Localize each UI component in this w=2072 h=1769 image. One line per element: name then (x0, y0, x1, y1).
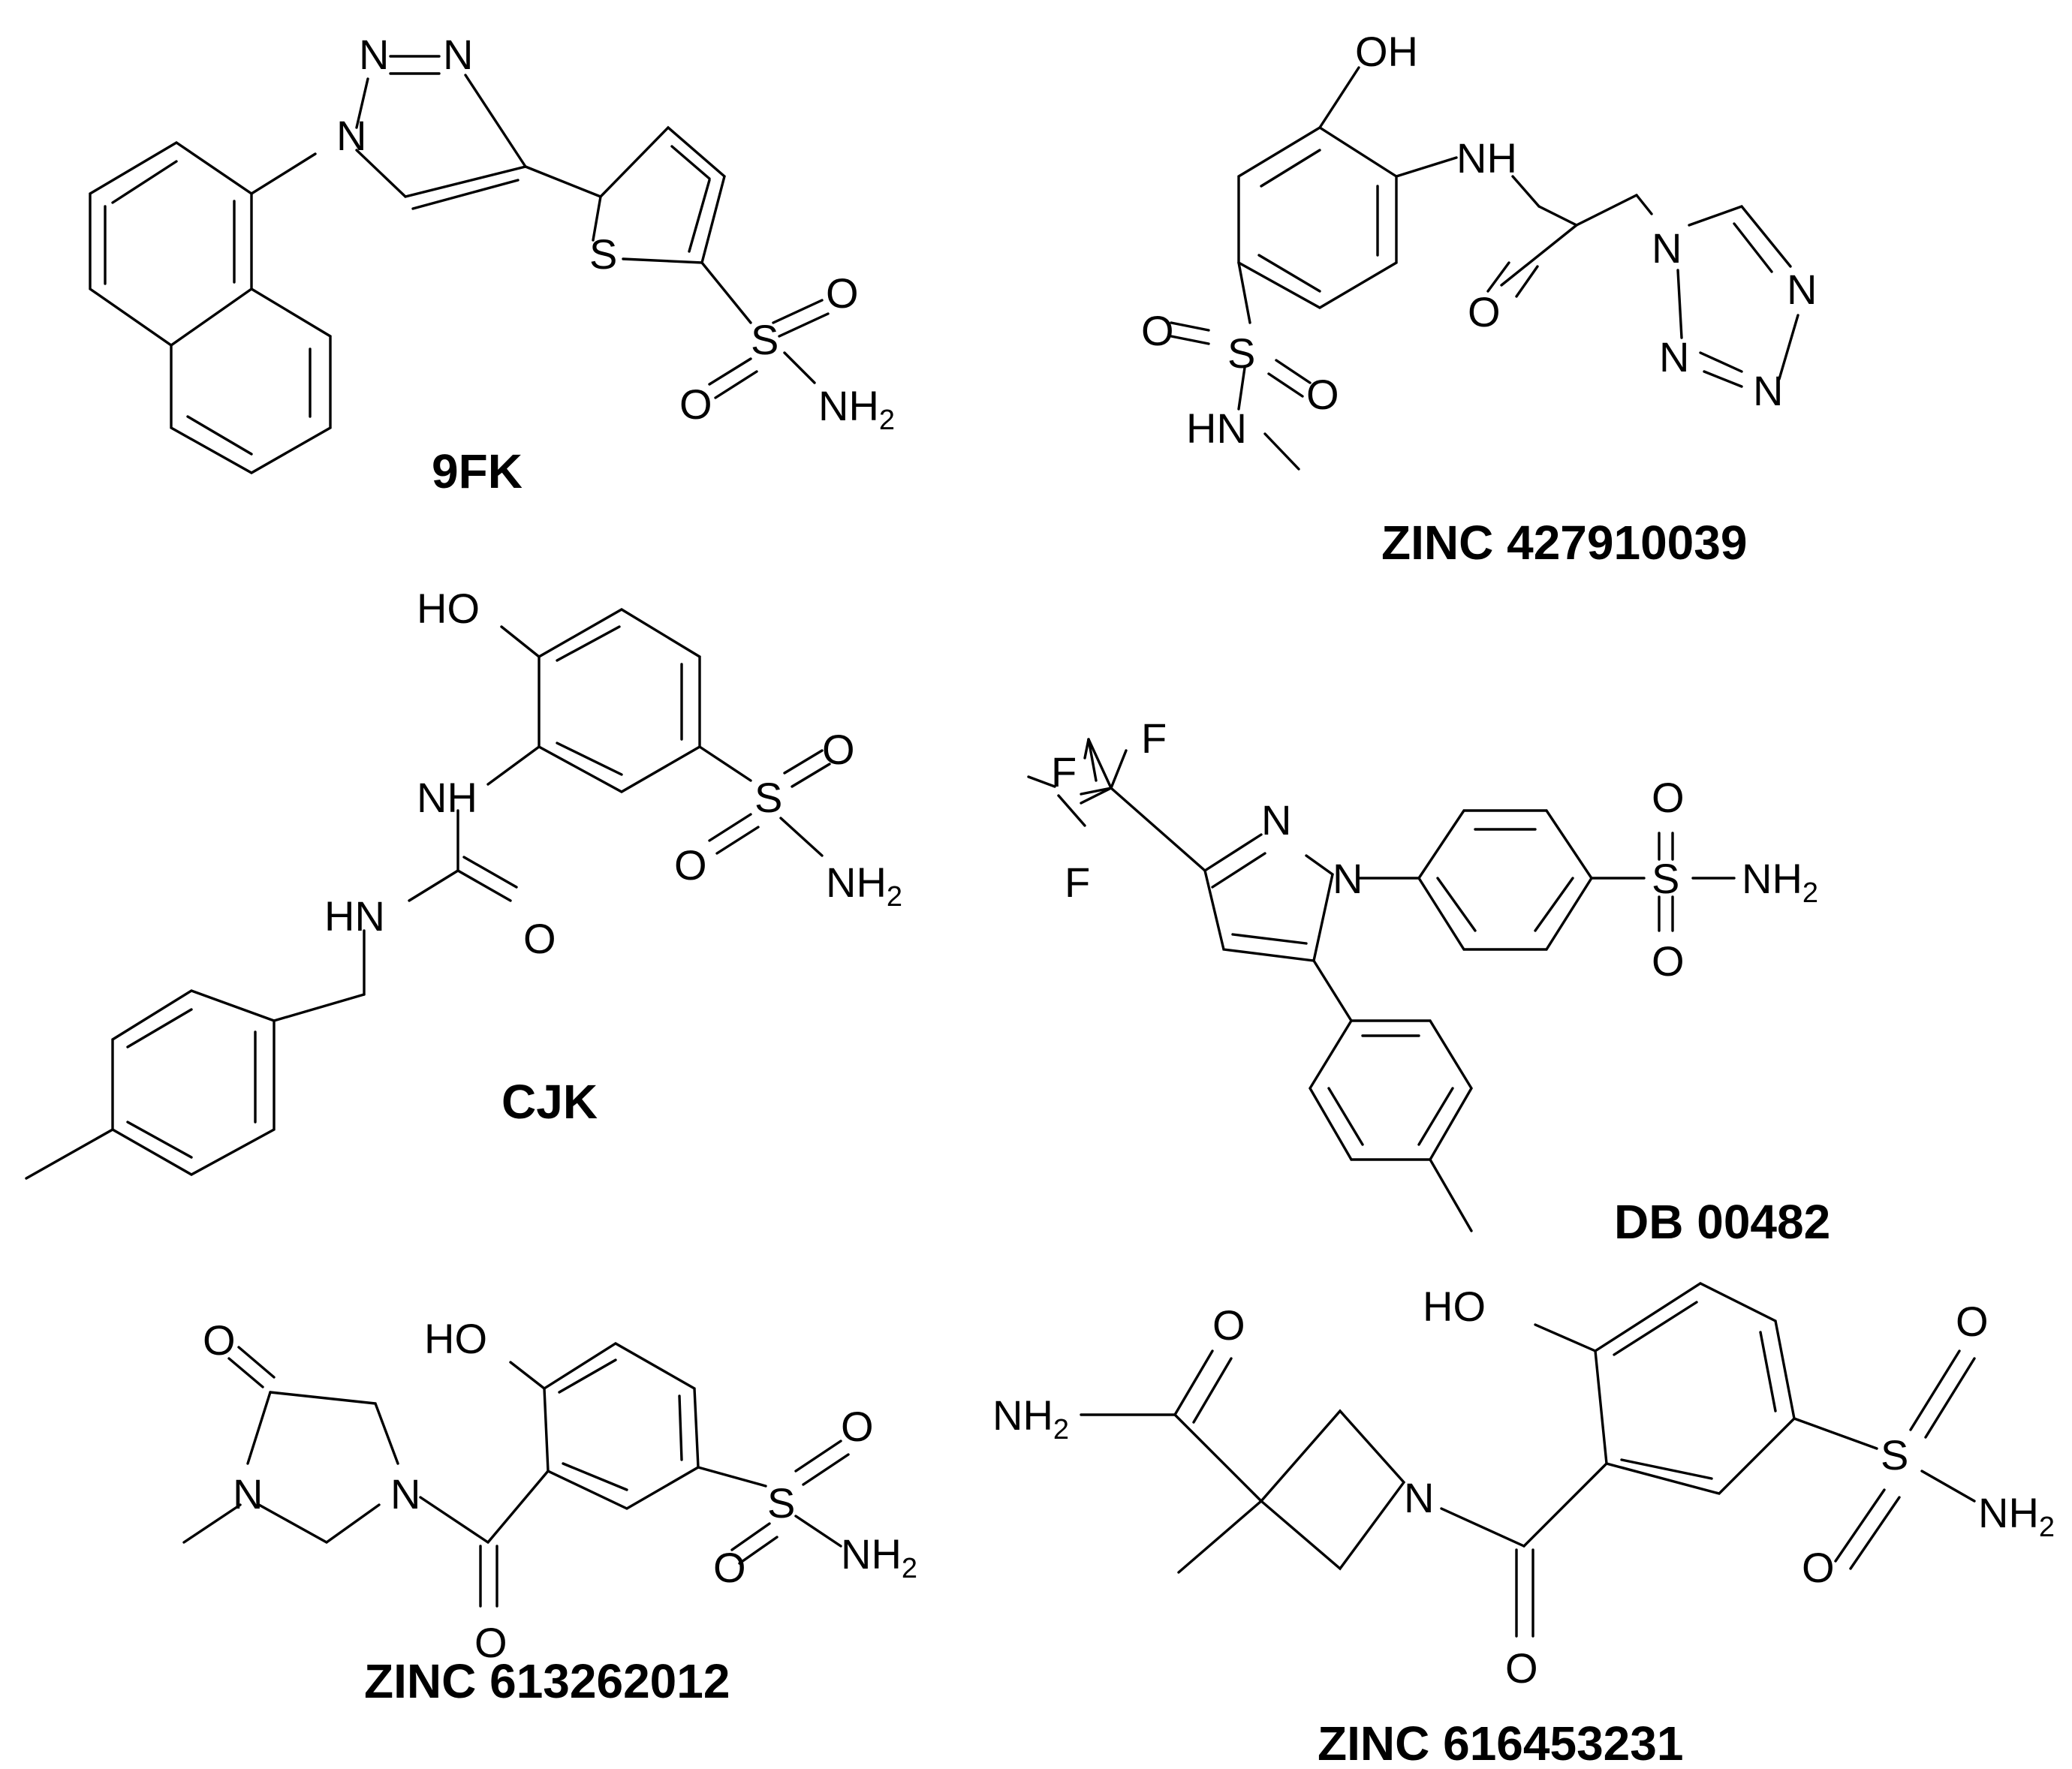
molecule-caption: 9FK (432, 444, 523, 498)
molecule-zinc-613262012-atoms: O N N HO O S O O NH2 (203, 1315, 917, 1666)
atom-label: O (679, 381, 712, 428)
atom-label: S (1881, 1431, 1908, 1479)
atom-label: O (674, 841, 707, 889)
atom-label: F (1141, 715, 1167, 762)
atom-label: N (390, 1470, 420, 1518)
atom-label-main: NH (992, 1391, 1053, 1439)
atom-label: O (1652, 774, 1685, 821)
atom-label: OH (1355, 28, 1418, 75)
atom-label: S (751, 316, 779, 363)
atom-label: NH2 (1742, 855, 1818, 909)
atom-label: F (1065, 859, 1090, 906)
atom-label: O (1652, 937, 1685, 985)
atom-label-main: NH (818, 382, 879, 429)
atom-label: N (336, 112, 366, 159)
atom-label: S (767, 1479, 795, 1527)
atom-label: O (1306, 371, 1339, 418)
atom-label: O (826, 269, 859, 317)
atom-label: O (1212, 1301, 1245, 1349)
atom-label: HN (324, 892, 385, 940)
atom-label: N (1261, 796, 1291, 844)
atom-label: N (443, 31, 473, 78)
atom-label-subscript: 2 (887, 881, 902, 913)
atom-label: S (754, 774, 782, 821)
atom-label: HO (424, 1315, 487, 1362)
atom-label: S (1227, 329, 1255, 377)
atom-label: NH2 (841, 1530, 917, 1584)
molecule-caption: ZINC 427910039 (1381, 516, 1747, 570)
molecule-caption: DB 00482 (1614, 1195, 1830, 1249)
molecule-zinc-427910039-bonds (1170, 66, 1799, 471)
molecule-caption: ZINC 613262012 (364, 1654, 730, 1708)
molecule-zinc-613262012-bonds (182, 1342, 850, 1608)
atom-label: N (1404, 1474, 1434, 1521)
atom-label: O (713, 1544, 746, 1591)
atom-label: O (822, 726, 855, 773)
atom-label: O (203, 1316, 236, 1364)
atom-label-main: NH (1742, 855, 1802, 902)
atom-label: N (1659, 333, 1689, 381)
molecule-caption: ZINC 616453231 (1318, 1716, 1683, 1769)
atom-label: N (1652, 224, 1682, 272)
atom-label: NH (1456, 134, 1517, 182)
atom-label: HO (417, 585, 480, 632)
molecule-cjk-atoms: HO NH HN O S O O NH2 (324, 585, 902, 962)
atom-label: O (1956, 1298, 1989, 1345)
atom-label: N (233, 1470, 263, 1518)
molecule-zinc-616453231-atoms: O NH2 N HO O S O O NH2 (992, 1283, 2055, 1692)
atom-label: O (841, 1403, 874, 1450)
atom-label-subscript: 2 (1053, 1414, 1069, 1446)
atom-label: O (1802, 1544, 1835, 1591)
atom-label: N (1753, 367, 1783, 414)
atom-label: O (1505, 1644, 1538, 1692)
molecule-9fk-atoms: N N N S S O O NH2 (336, 31, 895, 436)
atom-label: O (474, 1619, 507, 1666)
atom-label: O (523, 915, 556, 962)
atom-label-main: NH (826, 859, 887, 906)
atom-label: NH2 (1978, 1489, 2055, 1543)
molecule-9fk: N N N S S O O NH2 9FK (89, 31, 895, 498)
atom-label-subscript: 2 (879, 405, 895, 436)
atom-label: HO (1423, 1283, 1486, 1330)
molecule-zinc-427910039: OH NH O N N N N S O O HN ZINC 427910039 (1141, 28, 1817, 570)
molecule-db-00482-bonds (1027, 738, 1736, 1232)
atom-label-subscript: 2 (2039, 1512, 2055, 1543)
atom-label-main: NH (1978, 1489, 2039, 1536)
molecule-zinc-613262012: O N N HO O S O O NH2 ZINC 613262012 (182, 1315, 917, 1708)
molecule-zinc-616453231-bonds (1080, 1282, 1976, 1638)
molecule-caption: CJK (501, 1075, 598, 1129)
atom-label: NH2 (992, 1391, 1069, 1446)
molecule-cjk: HO NH HN O S O O NH2 CJK (25, 585, 902, 1180)
atom-label: N (1787, 266, 1817, 313)
atom-label: F (1051, 748, 1077, 796)
molecule-9fk-bonds (89, 55, 830, 474)
atom-label: N (359, 31, 389, 78)
molecule-db-00482-atoms: F F F N N S O O NH2 (1051, 715, 1818, 985)
atom-label: NH2 (826, 859, 902, 913)
atom-label: O (1141, 307, 1174, 354)
atom-label: S (589, 230, 617, 278)
atom-label: NH (417, 774, 477, 821)
molecule-cjk-bonds (25, 608, 831, 1180)
atom-label-subscript: 2 (1802, 877, 1818, 909)
atom-label: O (1468, 288, 1501, 335)
atom-label: HN (1186, 405, 1247, 452)
molecule-db-00482: F F F N N S O O NH2 DB 00482 (1027, 715, 1830, 1249)
atom-label: S (1652, 855, 1679, 902)
atom-label: NH2 (818, 382, 895, 436)
molecule-zinc-427910039-atoms: OH NH O N N N N S O O HN (1141, 28, 1817, 452)
atom-label-subscript: 2 (902, 1553, 917, 1584)
atom-label-main: NH (841, 1530, 902, 1578)
molecule-zinc-616453231: O NH2 N HO O S O O NH2 ZINC 616453231 (992, 1282, 2055, 1769)
atom-label: N (1333, 855, 1363, 902)
